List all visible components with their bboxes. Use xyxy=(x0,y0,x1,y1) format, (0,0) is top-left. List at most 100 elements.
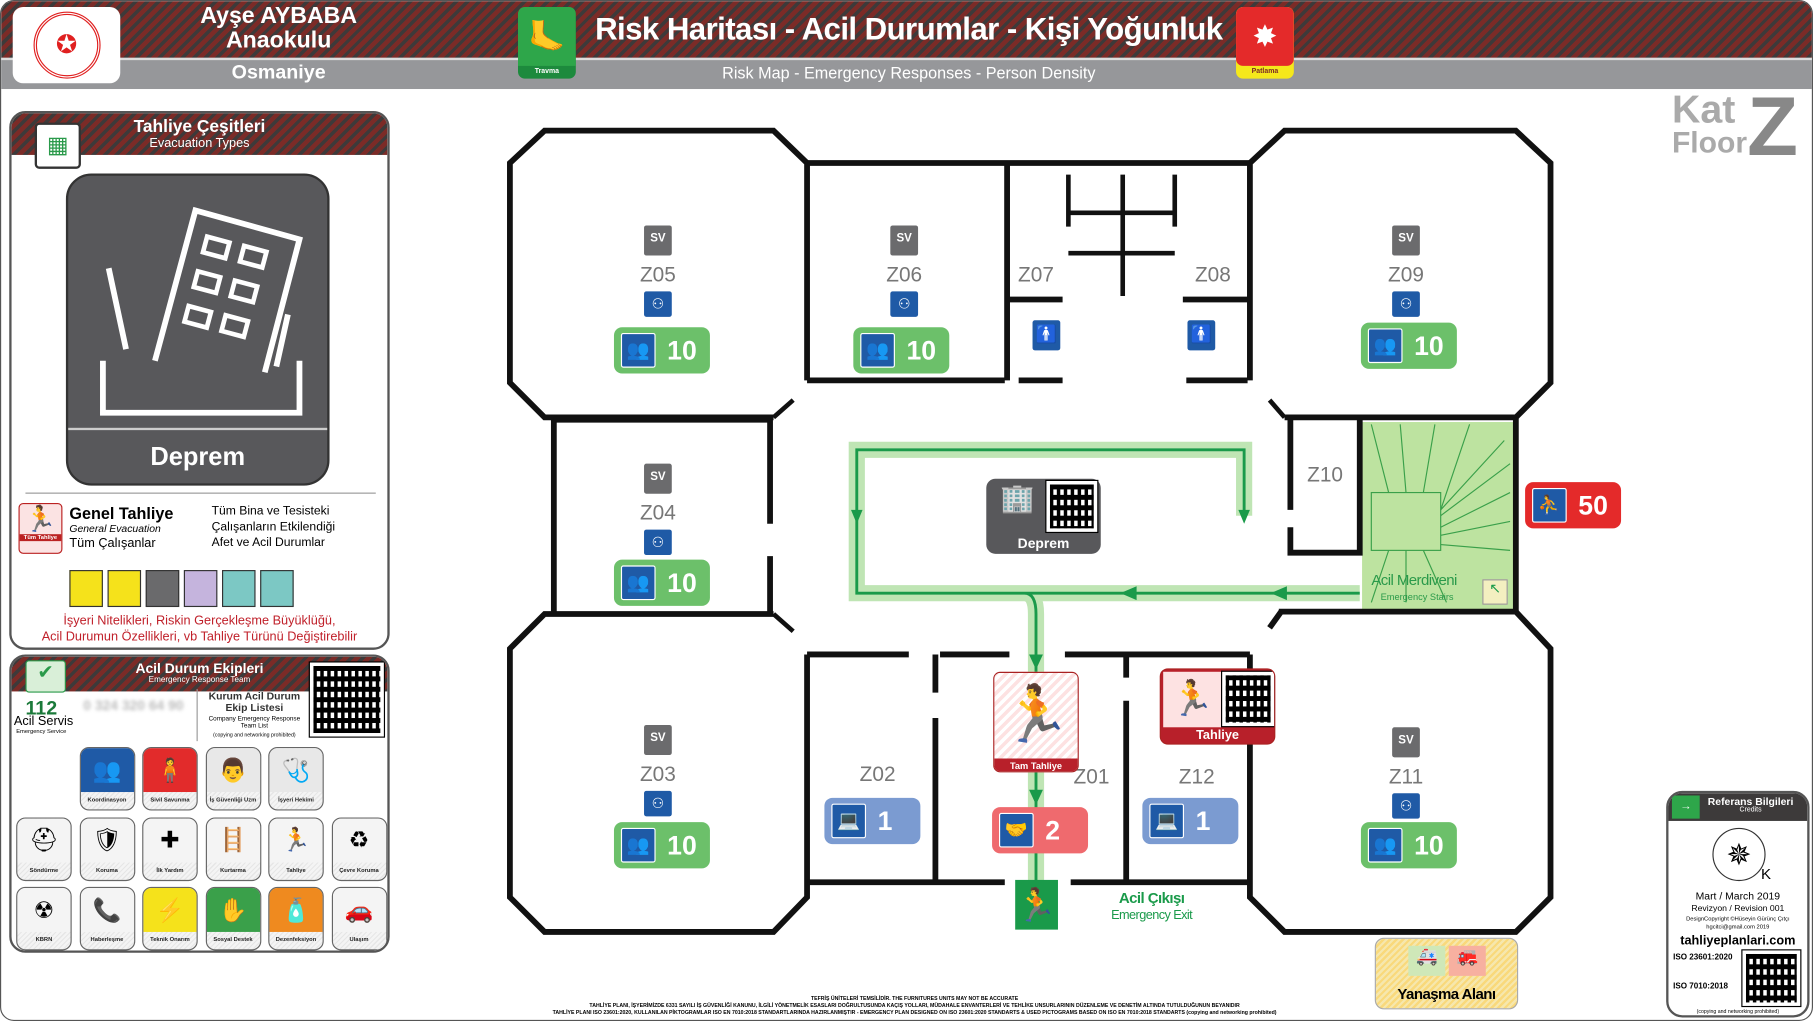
iso-badge-1: ISO 23601:2020 xyxy=(1673,953,1733,962)
team-label: Çevre Koruma xyxy=(339,866,379,874)
group-icon: 👥 xyxy=(1367,328,1403,364)
room-label-z06: Z06 xyxy=(886,263,923,287)
communication-icon: 📞 xyxy=(80,888,134,932)
team-label: Söndürme xyxy=(29,866,59,874)
gas-leak-icon xyxy=(183,570,218,608)
room-label-z09: Z09 xyxy=(1388,263,1424,287)
team-label: KBRN xyxy=(35,936,53,944)
group-icon: 👥 xyxy=(620,565,656,601)
cabinet-icon: SV xyxy=(1392,225,1420,256)
meeting-icon: 👥 xyxy=(80,748,134,793)
room-label-z07: Z07 xyxy=(1018,263,1054,287)
footer-notes: TEFRİŞ ÜNİTELERİ TEMSİLİDİR. THE FURNITU… xyxy=(552,995,1277,1016)
panel-subtitle: Evacuation Types xyxy=(149,136,250,151)
team-tile: 🧴Dezenfeksiyon xyxy=(268,886,324,951)
team-tile: 👨İş Güvenliği Uzm xyxy=(205,746,261,811)
qr-code[interactable] xyxy=(1221,670,1275,728)
running-man-icon: 🏃 xyxy=(1163,671,1221,728)
qr-code[interactable] xyxy=(1045,479,1099,534)
iso-badge-2: ISO 7010:2018 xyxy=(1673,982,1729,991)
occupancy-count: 10 xyxy=(1414,829,1444,860)
walls xyxy=(507,127,1554,935)
team-label: Teknik Onarım xyxy=(150,936,190,944)
occupancy-badge: 👥10 xyxy=(1360,322,1457,369)
evacuation-sign[interactable]: 🏃 Tahliye xyxy=(1159,668,1276,745)
gathering-point-icon: ⚇ xyxy=(1392,793,1420,819)
room-label-z02: Z02 xyxy=(859,762,896,786)
occupancy-count: 10 xyxy=(906,334,937,365)
team-tile: 👥Koordinasyon xyxy=(79,746,135,811)
gathering-point-icon: ⚇ xyxy=(890,291,919,317)
running-man-icon: 🏃 xyxy=(994,672,1078,759)
divider xyxy=(196,689,198,742)
route-arrow xyxy=(851,509,863,524)
fire-a-icon xyxy=(69,570,103,608)
meeting-icon: 🤝 xyxy=(999,812,1034,848)
occupancy-count: 10 xyxy=(667,829,697,860)
emergency-number: 112 xyxy=(25,697,58,720)
occupancy-badge: 👥10 xyxy=(613,559,710,606)
north-label: K xyxy=(1760,864,1771,883)
credits-note: (copying and networking prohibited) xyxy=(1696,1008,1780,1015)
fire-truck-icon: 🚒 xyxy=(1448,945,1486,976)
route-arrow xyxy=(1029,654,1043,670)
ministry-logo: ✪ xyxy=(12,6,121,84)
team-list-en: Company Emergency Response Team List xyxy=(208,715,301,730)
explosion-label: Patlama xyxy=(1251,68,1279,76)
general-evacuation-en: General Evacuation xyxy=(69,522,161,535)
exit-en: Emergency Exit xyxy=(1111,908,1193,923)
team-label: Sosyal Destek xyxy=(213,936,253,944)
page-title: Risk Haritası - Acil Durumlar - Kişi Yoğ… xyxy=(595,11,1223,47)
doctor-icon: 🩺 xyxy=(269,748,323,793)
cabinet-icon: SV xyxy=(890,225,919,256)
team-tile: 🪜Kurtarma xyxy=(205,816,261,881)
occupancy-badge: 👥10 xyxy=(613,327,710,374)
room-label-z03: Z03 xyxy=(639,762,676,786)
attack-icon xyxy=(260,570,294,608)
emergency-en: Emergency Service xyxy=(16,728,67,736)
room-label-z01: Z01 xyxy=(1073,764,1110,788)
group-icon: 👥 xyxy=(620,333,656,368)
stairs-count: 50 xyxy=(1578,489,1608,520)
occupancy-badge: 👥10 xyxy=(613,822,710,869)
credits-design: DesignCopyright ©Hüseyin Gürünç Çıtçı xyxy=(1686,915,1790,923)
team-tile: ⛑Söndürme xyxy=(16,816,72,881)
fire-c-icon xyxy=(107,570,142,608)
credits-email: hgcitci@gmail.com 2019 xyxy=(1706,923,1770,931)
team-tile: 🩺 İşyeri Hekimi xyxy=(268,746,324,811)
compass-icon: ✵ xyxy=(1712,827,1766,882)
stairs-exit-icon: ↖ xyxy=(1482,579,1508,605)
earthquake-sign[interactable]: 🏢 Deprem xyxy=(986,478,1101,554)
school-name: Ayşe AYBABA Anaokulu xyxy=(200,3,358,54)
general-evacuation-icon: 🏃Tüm Tahliye xyxy=(18,502,63,554)
earthquake-sign-label: Deprem xyxy=(1017,535,1070,552)
safety-expert-icon: 👨 xyxy=(206,748,260,793)
occupancy-count: 1 xyxy=(877,805,893,836)
route-arrow xyxy=(1270,586,1287,601)
route-arrow xyxy=(1238,509,1250,524)
office-icon: 💻 xyxy=(831,803,867,839)
team-tile: 🧍Sivil Savunma xyxy=(142,746,198,811)
panel-subtitle: Emergency Response Team xyxy=(148,676,251,685)
team-tile: 📞Haberleşme xyxy=(79,886,135,951)
evacuation-sign-label: Tahliye xyxy=(1196,728,1239,743)
divider xyxy=(25,492,376,494)
credits-qr-code[interactable] xyxy=(1741,949,1802,1008)
occupancy-count: 2 xyxy=(1045,814,1061,845)
occupancy-badge: 👥10 xyxy=(1360,822,1457,869)
occupancy-badge: 👥10 xyxy=(853,327,950,374)
team-label: İşyeri Hekimi xyxy=(278,796,314,804)
occupancy-badge: 💻1 xyxy=(824,797,921,845)
stairs-label: Acil Merdiveni xyxy=(1371,571,1457,589)
full-evacuation-label: Tam Tahliye xyxy=(994,758,1078,772)
general-evacuation-title: Genel Tahliye xyxy=(69,504,174,523)
credits-website[interactable]: tahliyeplanlari.com xyxy=(1680,934,1796,949)
room-label-z05: Z05 xyxy=(639,263,676,287)
team-qr-code[interactable] xyxy=(308,661,386,738)
room-label-z10: Z10 xyxy=(1307,463,1344,487)
rescue-icon: 🪜 xyxy=(206,818,260,862)
toilet-icon: 🚹 xyxy=(1032,320,1061,351)
